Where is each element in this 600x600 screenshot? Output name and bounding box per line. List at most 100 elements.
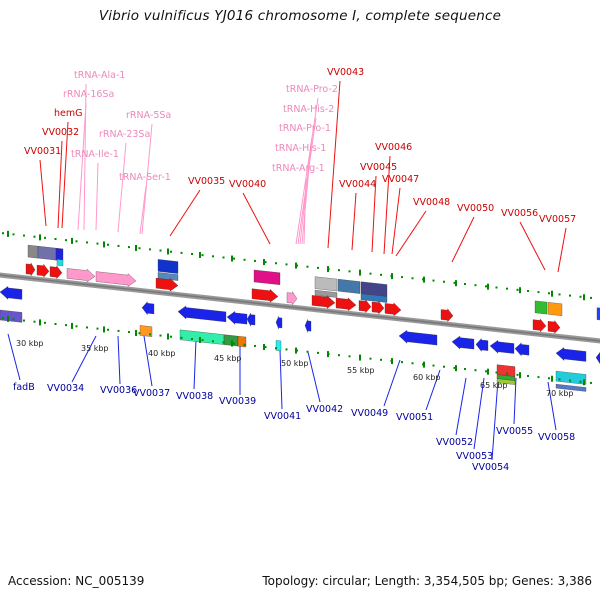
top-scale-dot [590,296,592,299]
top-label-13: tRNA-Pro-1 [279,123,331,134]
top-scale-dot [474,284,477,287]
bottom-scale-dot [117,329,120,332]
forward-gene-0 [25,262,36,277]
top-feature-0 [27,244,39,259]
top-label-0: tRNA-Ala-1 [74,70,125,81]
top-feature-4 [253,269,281,285]
leader-bottom-6 [279,349,283,410]
bottom-label-3: VV0037 [133,388,170,399]
bottom-scale-dot [338,354,340,357]
forward-gene-11 [371,300,385,315]
reverse-gene-8 [451,335,475,350]
top-label-10: VV0040 [229,179,266,190]
top-scale-dot [233,257,235,260]
top-scale-dot [149,248,151,251]
scale-label-6: 60 kbp [413,373,441,382]
top-scale-dot [107,243,109,246]
top-scale-dot [23,234,25,237]
scale-label-8: 70 kbp [546,389,574,398]
top-feature-small-cyan [56,259,64,267]
leader-top-20 [391,187,401,255]
top-label-6: rRNA-23Sa [99,129,150,140]
leader-bottom-7 [307,351,321,403]
leader-bottom-13 [513,377,517,425]
leader-top-3 [57,140,63,229]
bottom-label-11: VV0053 [456,451,493,462]
bottom-scale-dot [2,317,4,320]
bottom-scale-dot [495,371,498,374]
top-scale-dot [2,232,4,235]
bottom-label-2: VV0036 [100,385,137,396]
top-scale-dot [54,237,57,240]
scale-ticks [2,230,592,386]
bottom-scale-dot [170,335,172,338]
bottom-scale-dot [44,321,46,324]
top-scale-dot [75,240,78,243]
top-scale-dot [369,272,372,275]
top-scale-dot [401,276,403,279]
bottom-scale-dot [527,374,529,377]
top-scale-dot [128,246,130,249]
bottom-feature-stack-c [555,383,587,392]
gene-row-outer-top [27,244,600,321]
bottom-feature-2 [179,329,225,345]
bottom-scale-dot [537,376,540,379]
top-feature-8 [534,300,548,315]
reverse-gene-11 [514,342,530,357]
forward-gene-4 [95,271,137,287]
bottom-scale-dot [65,324,67,327]
leader-top-15 [303,176,307,245]
scale-label-0: 30 kbp [16,339,44,348]
leader-bottom-8 [383,359,401,407]
chromosome-backbone [0,272,600,344]
map-title: Vibrio vulnificus YJ016 chromosome I, co… [98,8,502,24]
bottom-label-8: VV0049 [351,408,388,419]
top-scale-dot [159,249,162,252]
bottom-scale-dot [138,332,141,335]
top-scale-dot [443,280,445,283]
bottom-label-14: VV0058 [538,432,575,443]
leader-bottom-12 [491,379,499,461]
top-scale-dot [212,255,214,258]
bottom-scale-dot [516,373,519,376]
scale-label-4: 50 kbp [281,359,309,368]
forward-gene-8 [311,295,336,309]
bottom-scale-dot [86,326,88,329]
top-scale-dot [65,239,67,242]
leader-top-17 [351,192,357,251]
top-label-2: hemG [54,108,82,119]
leader-top-7 [141,123,153,235]
top-scale-dot [348,270,351,273]
label-leader-lines [7,80,567,461]
scale-label-7: 65 kbp [480,381,508,390]
top-feature-lower-a [157,272,179,281]
backbone-core [0,274,600,342]
bottom-scale-dot [54,322,57,325]
bottom-scale-dot [411,362,414,365]
reverse-gene-3 [226,311,248,325]
top-label-21: VV0048 [413,197,450,208]
bottom-scale-dot [579,380,582,383]
leader-bottom-9 [425,369,441,411]
top-scale-dot [579,295,582,298]
top-label-11: tRNA-Pro-2 [286,84,338,95]
top-scale-dot [254,259,256,262]
top-scale-dot [537,291,540,294]
top-scale-dot [485,285,487,288]
bottom-scale-dot [558,378,561,381]
top-label-24: VV0057 [539,214,576,225]
bottom-scale-dot [96,327,99,330]
top-label-3: VV0032 [42,127,79,138]
top-scale-dot [317,266,319,269]
bottom-scale-dot [401,361,403,364]
top-scale-dot [506,287,508,290]
bottom-scale-dot [369,357,372,360]
top-scale-dot [411,277,414,280]
leader-top-16 [327,80,341,249]
leader-bottom-4 [193,339,197,390]
forward-gene-15 [547,320,561,334]
accession-text: Accession: NC_005139 [8,574,145,588]
bottom-scale-dot [432,364,435,367]
reverse-gene-2 [177,305,227,323]
